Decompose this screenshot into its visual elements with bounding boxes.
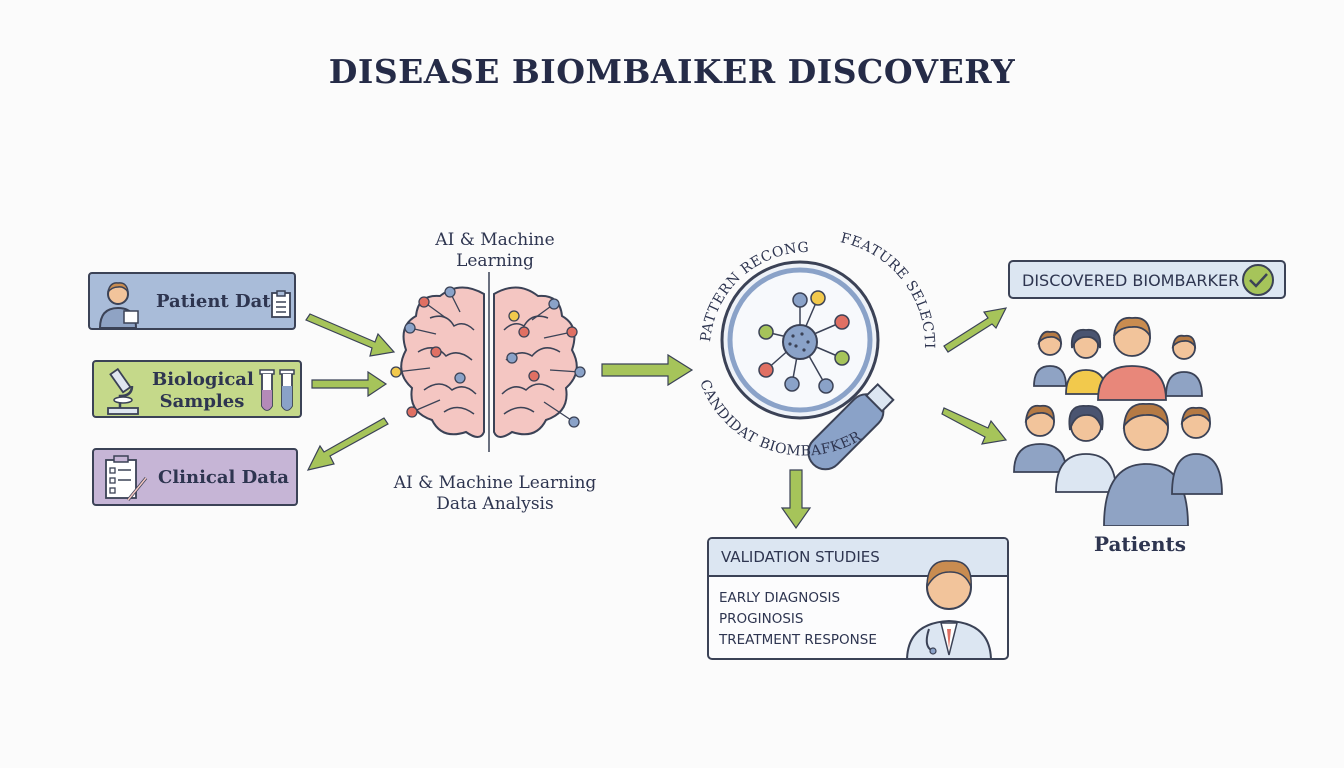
patients-label: Patients: [1093, 532, 1187, 556]
test-tube-icon: [259, 369, 295, 411]
checklist-icon: [105, 455, 148, 501]
ai-ml-top-line1: AI & Machine: [435, 230, 555, 250]
doctor-icon: [906, 560, 992, 658]
arrow-to-discovered: [943, 307, 1008, 353]
biological-samples-label-2: Samples: [159, 391, 245, 412]
biological-samples-box: Biological Samples: [92, 360, 302, 418]
person-icon: [98, 282, 139, 328]
arrow-to-patients: [941, 407, 1008, 445]
checkmark-icon: [1242, 264, 1274, 296]
arrow-to-magnifier: [601, 353, 694, 387]
microscope-icon: [107, 367, 139, 415]
validation-item-3: TREATMENT RESPONSE: [719, 632, 877, 648]
ai-ml-bottom-line1: AI & Machine Learning: [393, 473, 597, 493]
biological-samples-label-1: Biological: [152, 369, 254, 390]
discovered-biomarker-box: DISCOVERED BIOMBARKER: [1008, 260, 1286, 299]
arrow-to-validation: [780, 469, 812, 530]
patient-data-label: Patient Data: [156, 291, 283, 312]
validation-item-1: EARLY DIAGNOSIS: [719, 590, 841, 606]
validation-item-2: PROGINOSIS: [719, 611, 804, 627]
clinical-data-label: Clinical Data: [158, 467, 289, 488]
page-title: DISEASE BIOMBAIKER DISCOVERY: [328, 52, 1016, 91]
clipboard-icon: [271, 290, 291, 318]
arrow-clinical: [306, 417, 389, 471]
discovered-biomarker-label: DISCOVERED BIOMBARKER: [1022, 271, 1240, 290]
patients-group-icon: [1013, 316, 1223, 526]
ai-ml-top-label: AI & Machine Learning: [400, 230, 590, 272]
arrow-samples: [311, 370, 388, 398]
ai-ml-bottom-line2: Data Analysis: [436, 494, 554, 514]
clinical-data-box: Clinical Data: [92, 448, 298, 506]
arrow-patient: [305, 313, 396, 357]
validation-heading: VALIDATION STUDIES: [721, 548, 880, 566]
validation-studies-box: VALIDATION STUDIES EARLY DIAGNOSIS PROGI…: [707, 537, 1009, 660]
brain-icon: [390, 272, 586, 452]
magnifier-icon: PATTERN RECONGITION FEATURE SELECTION CA…: [680, 222, 937, 471]
patient-data-box: Patient Data: [88, 272, 296, 330]
ai-ml-bottom-label: AI & Machine Learning Data Analysis: [380, 473, 610, 515]
ai-ml-top-line2: Learning: [456, 251, 534, 271]
